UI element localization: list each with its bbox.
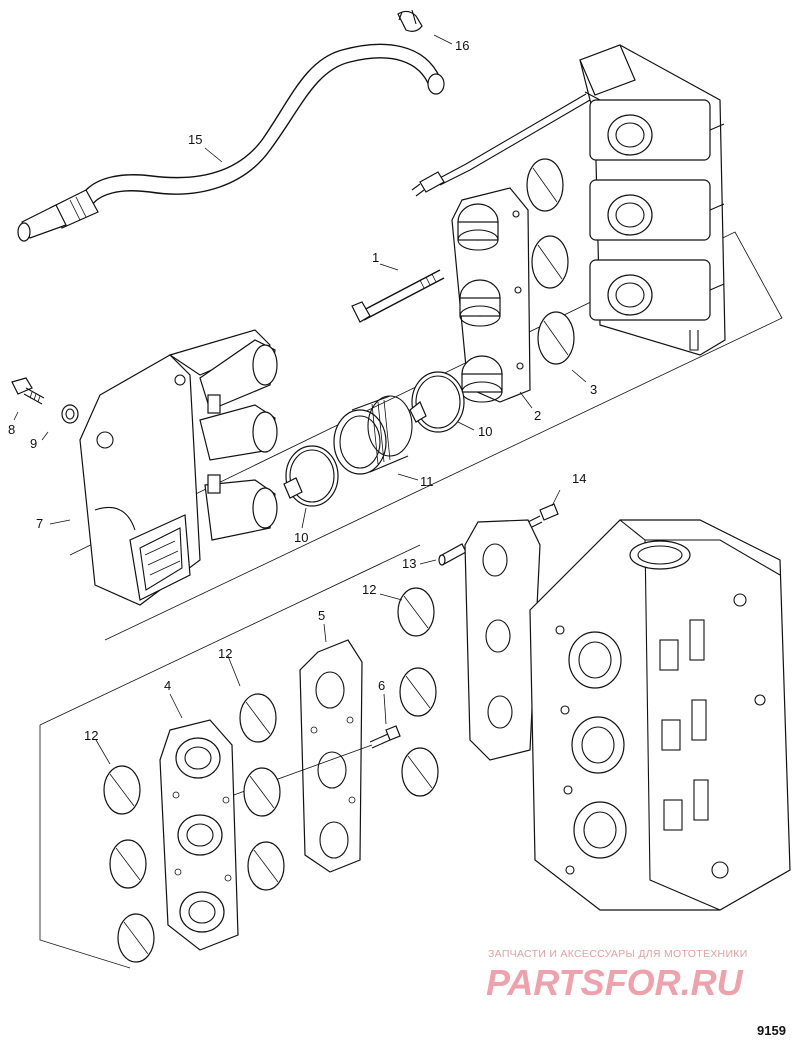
part-2-adaptor-plate [451,187,531,403]
watermark-logo: PARTSFOR.RU [486,962,744,1003]
callout-7: 7 [36,516,43,531]
callout-10-lower: 10 [294,530,308,545]
callout-5: 5 [318,608,325,623]
callout-2: 2 [534,408,541,423]
throttle-body-assembly [411,44,726,356]
callout-12-left: 12 [84,728,98,743]
part-4-cover-plate [159,719,239,951]
cylinder-head-assembly [464,519,791,911]
part-12-gaskets-middle [239,693,285,891]
part-7-intake-plenum [79,329,278,606]
callout-8: 8 [8,422,15,437]
part-16-hose-clip [397,9,423,32]
callout-11: 11 [420,474,434,489]
part-9-washer [61,404,79,424]
callout-1: 1 [372,250,379,265]
part-15-water-hose [17,43,445,242]
callout-4: 4 [164,678,171,693]
callout-6: 6 [378,678,385,693]
part-12-gaskets-right [397,587,439,797]
part-5-cover-gasket [299,639,363,873]
callout-13: 13 [402,556,416,571]
part-3-gaskets [526,158,575,365]
part-10-clamp-lower [283,445,339,507]
part-12-gaskets-left [103,765,155,963]
part-11-coupler [333,395,413,475]
callout-15: 15 [188,132,202,147]
callout-12-right: 12 [362,582,376,597]
part-1-bolt [351,269,445,323]
part-13-dowel-pin [438,543,467,566]
leader-lines [13,34,587,765]
callout-10-upper: 10 [478,424,492,439]
callout-9: 9 [30,436,37,451]
figure-number: 9159 [757,1023,786,1038]
callout-3: 3 [590,382,597,397]
watermark: ЗАПЧАСТИ И АКСЕССУАРЫ ДЛЯ МОТОТЕХНИКИ PA… [486,948,748,1003]
callout-14: 14 [572,471,586,486]
callout-labels: 16 15 1 2 3 10 11 10 7 8 9 13 14 12 5 6 … [8,38,597,743]
callout-16: 16 [455,38,469,53]
watermark-tagline: ЗАПЧАСТИ И АКСЕССУАРЫ ДЛЯ МОТОТЕХНИКИ [488,948,748,960]
group-outline-lines [39,231,783,969]
part-8-screw [11,377,45,405]
callout-12-middle: 12 [218,646,232,661]
part-10-clamp-upper [409,371,465,433]
